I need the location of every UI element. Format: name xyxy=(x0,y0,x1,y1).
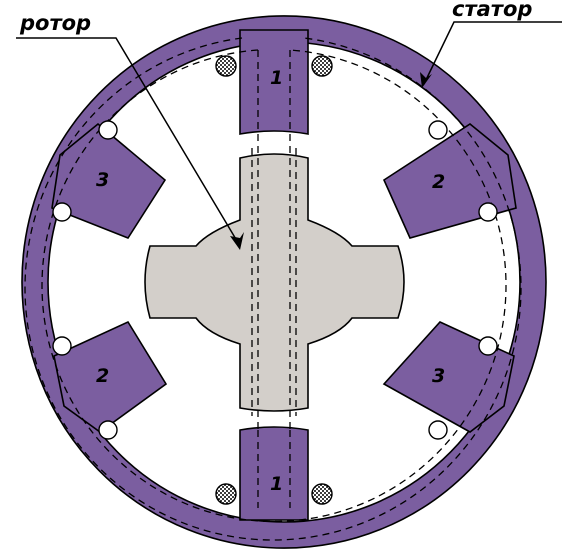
pole-upper-left xyxy=(51,122,167,239)
coil-active-top-right xyxy=(311,55,333,77)
coil-open-7 xyxy=(478,336,498,356)
stator-label: статор xyxy=(452,0,532,21)
rotor-arrowhead xyxy=(230,232,244,250)
pole-upper-right-number: 2 xyxy=(432,171,445,193)
coil-open-2 xyxy=(52,202,72,222)
rotor-leader-line xyxy=(16,37,241,247)
rotor xyxy=(144,153,405,412)
coil-active-bottom-right xyxy=(311,483,333,505)
coil-open-1 xyxy=(98,120,118,140)
pole-lower-right-number: 3 xyxy=(432,365,445,387)
stator-arrowhead xyxy=(420,72,432,88)
pole-upper-left-number: 3 xyxy=(96,169,109,191)
stator-flux-lines xyxy=(24,37,522,541)
pole-bottom-number: 1 xyxy=(270,473,283,495)
coil-active-bottom-left xyxy=(215,483,237,505)
pole-top-number: 1 xyxy=(270,67,283,89)
coil-open-6 xyxy=(478,202,498,222)
coil-open-3 xyxy=(52,336,72,356)
stator-leader-line xyxy=(423,21,562,85)
pole-lower-left xyxy=(53,320,168,433)
coil-open-4 xyxy=(98,420,118,440)
coil-active-top-left xyxy=(215,55,237,77)
pole-bottom xyxy=(239,426,309,521)
rotor-flux-lines xyxy=(251,134,297,430)
coil-open-8 xyxy=(428,420,448,440)
rotor-label: ротор xyxy=(19,11,91,35)
pole-lower-left-number: 2 xyxy=(96,365,109,387)
pole-top xyxy=(239,29,309,135)
stator-ring xyxy=(21,15,547,549)
coil-open-5 xyxy=(428,120,448,140)
